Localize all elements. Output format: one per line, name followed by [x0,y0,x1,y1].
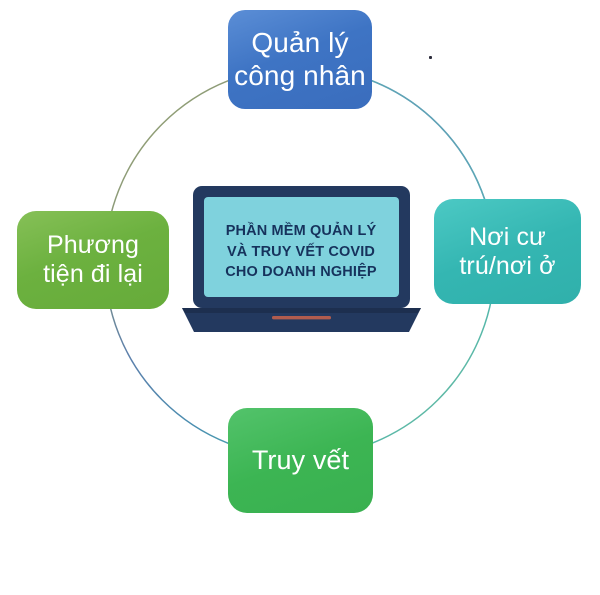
laptop-screen-text: PHẦN MỀM QUẢN LÝ VÀ TRUY VẾT COVID CHO D… [225,223,377,281]
artifact-speck [429,56,432,59]
node-label: Phương tiện đi lại [43,231,143,288]
node-truy-vet[interactable]: Truy vết [228,408,373,513]
node-label: Truy vết [251,444,350,475]
laptop-icon [180,186,423,338]
node-noi-cu-tru-noi-o[interactable]: Nơi cư trú/nơi ở [434,199,581,304]
node-phuong-tien-di-lai[interactable]: Phương tiện đi lại [17,211,169,309]
node-label: Nơi cư trú/nơi ở [459,222,556,280]
node-quan-ly-cong-nhan[interactable]: Quản lý công nhân [228,10,372,109]
node-label: Quản lý công nhân [234,27,366,91]
